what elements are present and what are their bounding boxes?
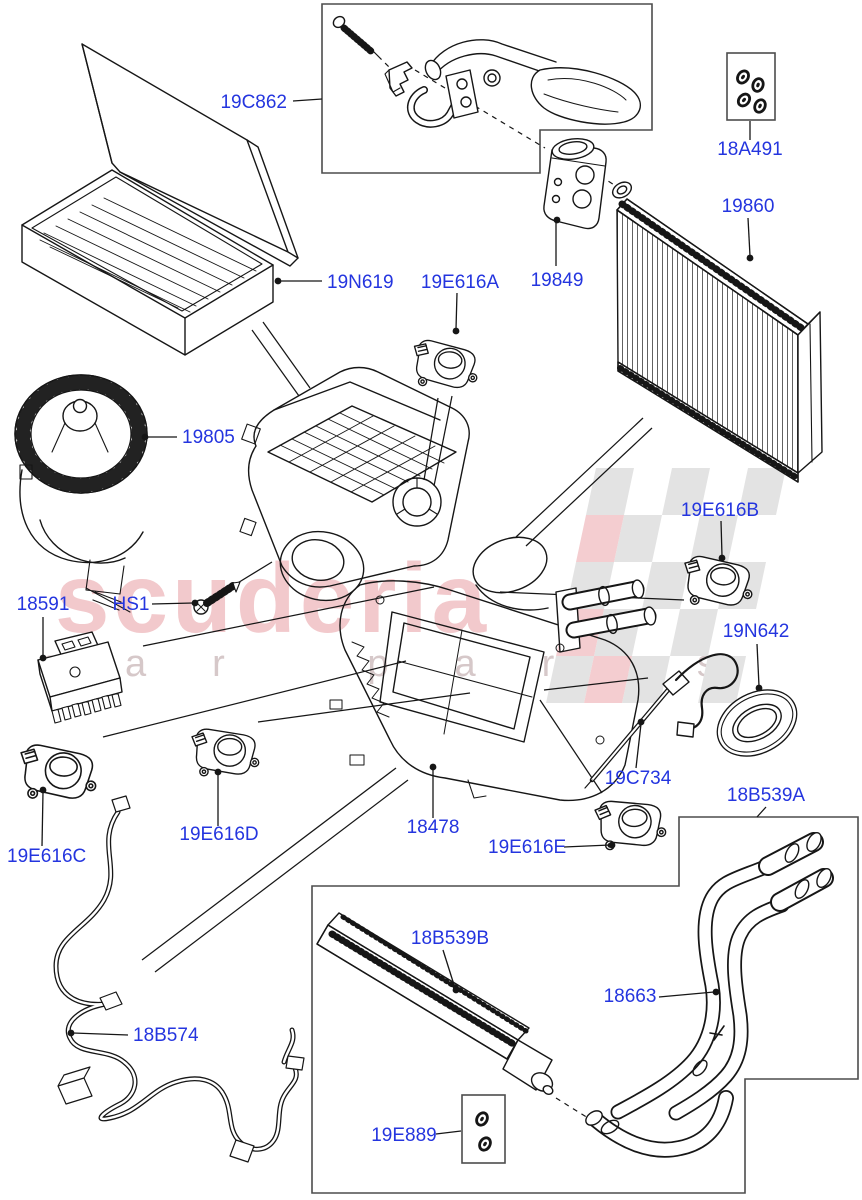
checkered-flag-graphic xyxy=(546,468,786,703)
part-label-19860[interactable]: 19860 xyxy=(722,196,775,217)
blower-resistor-drawing xyxy=(37,631,123,724)
blower-motor-drawing xyxy=(14,374,148,613)
part-label-18A491[interactable]: 18A491 xyxy=(717,139,783,160)
part-label-19E616D[interactable]: 19E616D xyxy=(179,824,258,845)
servo-d-drawing xyxy=(191,728,260,777)
kit-box-18A491 xyxy=(726,52,776,121)
part-label-19C862[interactable]: 19C862 xyxy=(220,92,287,113)
evaporator-drawing xyxy=(611,181,823,483)
part-label-HS1[interactable]: HS1 xyxy=(113,594,150,615)
part-label-19E889[interactable]: 19E889 xyxy=(371,1125,437,1146)
heater-core-drawing xyxy=(316,912,554,1095)
cabin-filter-drawing xyxy=(21,169,274,356)
oring-kit-a-drawing xyxy=(733,67,769,116)
servo-a-drawing xyxy=(409,338,481,392)
part-label-19805[interactable]: 19805 xyxy=(182,427,235,448)
part-label-19E616C[interactable]: 19E616C xyxy=(7,846,86,867)
flat-filter-panel-drawing xyxy=(81,43,299,267)
part-label-19E616E[interactable]: 19E616E xyxy=(488,837,566,858)
part-label-19E616B[interactable]: 19E616B xyxy=(681,500,759,521)
part-label-19N619[interactable]: 19N619 xyxy=(327,272,394,293)
hvac-housing-drawing xyxy=(239,366,657,802)
part-label-18663[interactable]: 18663 xyxy=(604,986,657,1007)
part-number-labels: 19C862 18A491 19860 19N619 19E616A 19849… xyxy=(7,92,805,1146)
pointer-lines xyxy=(102,55,685,1119)
part-label-19C734[interactable]: 19C734 xyxy=(605,768,672,789)
servo-c-drawing xyxy=(17,743,99,803)
part-label-18591[interactable]: 18591 xyxy=(17,594,70,615)
wiring-harness-drawing xyxy=(53,795,305,1163)
part-label-19E616A[interactable]: 19E616A xyxy=(421,272,500,293)
pipe-bracket-kit-drawing xyxy=(332,15,642,128)
watermark-brand-text: scuderia xyxy=(55,543,490,653)
kit-box-19C862 xyxy=(321,3,653,174)
watermark: scuderia car parts xyxy=(40,468,786,703)
servo-e-drawing xyxy=(593,796,668,852)
part-label-18B574[interactable]: 18B574 xyxy=(133,1025,199,1046)
oring-kit-b-drawing xyxy=(473,1109,494,1154)
temperature-sensor-drawing xyxy=(584,653,739,789)
part-label-19N642[interactable]: 19N642 xyxy=(723,621,790,642)
leader-lines xyxy=(39,98,767,1135)
expansion-valve-drawing xyxy=(543,137,607,230)
kit-box-19E889 xyxy=(461,1094,506,1164)
part-label-19849[interactable]: 19849 xyxy=(531,270,584,291)
kit-box-heater xyxy=(311,816,859,1194)
part-label-18B539B[interactable]: 18B539B xyxy=(411,928,489,949)
seal-grommet-drawing xyxy=(716,689,798,757)
part-label-18478[interactable]: 18478 xyxy=(407,817,460,838)
part-drawings xyxy=(14,15,834,1163)
heater-pipes-drawing xyxy=(585,832,834,1158)
part-label-18B539A[interactable]: 18B539A xyxy=(727,785,806,806)
